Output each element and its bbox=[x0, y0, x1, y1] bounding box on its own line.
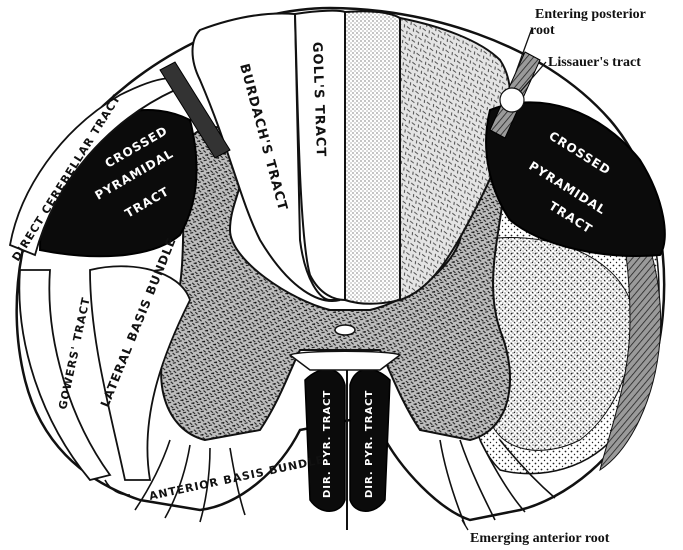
label-dir-pyr-right: DIR. PYR. TRACT bbox=[364, 390, 375, 498]
leader-emerging bbox=[462, 520, 468, 530]
callout-entering-posterior-1: Entering posterior bbox=[535, 7, 646, 22]
callout-entering-posterior-2: root bbox=[530, 23, 555, 38]
label-dir-pyr-left: DIR. PYR. TRACT bbox=[322, 390, 333, 498]
callout-lissauer: Lissauer's tract bbox=[548, 55, 641, 70]
central-canal bbox=[335, 325, 355, 335]
goll-tract-right-region bbox=[345, 11, 400, 304]
anterior-notch bbox=[290, 351, 400, 370]
callout-emerging-anterior: Emerging anterior root bbox=[470, 531, 610, 546]
